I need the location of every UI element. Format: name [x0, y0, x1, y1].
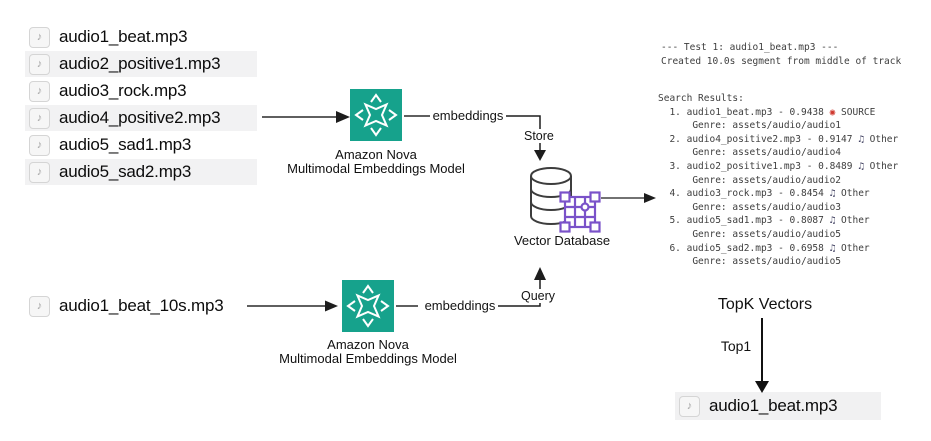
search-result-line: 2. audio4_positive2.mp3 - 0.9147 ♫ Other	[658, 133, 899, 145]
query-file-item: ♪ audio1_beat_10s.mp3	[25, 293, 224, 319]
music-note-icon: ♪	[36, 138, 43, 151]
search-result-genre: Genre: assets/audio/audio5	[658, 256, 842, 268]
music-note-icon: ♫	[858, 133, 864, 145]
music-note-icon: ♪	[686, 399, 693, 412]
list-item: ♪ audio1_beat.mp3	[25, 24, 257, 50]
terminal-output-header: --- Test 1: audio1_beat.mp3 --- Created …	[661, 41, 901, 68]
audio-file-icon: ♪	[29, 134, 50, 156]
model-label: Amazon Nova Multimodal Embeddings Model	[279, 337, 457, 366]
target-icon: ◉	[829, 106, 836, 118]
search-result-genre: Genre: assets/audio/audio5	[658, 228, 842, 240]
file-name: audio4_positive2.mp3	[59, 108, 221, 127]
search-result-line: 3. audio2_positive1.mp3 - 0.8489 ♫ Other	[658, 160, 899, 172]
vector-database-label: Vector Database	[513, 233, 611, 248]
audio-file-icon: ♪	[29, 107, 50, 129]
search-result-line: 5. audio5_sad1.mp3 - 0.8087 ♫ Other	[658, 215, 870, 227]
file-name: audio1_beat.mp3	[59, 27, 188, 46]
list-item: ♪ audio4_positive2.mp3	[25, 105, 257, 131]
file-name: audio2_positive1.mp3	[59, 54, 221, 73]
topk-vectors-label: TopK Vectors	[717, 296, 813, 313]
model-label: Amazon Nova Multimodal Embeddings Model	[287, 147, 465, 176]
audio-file-icon: ♪	[29, 26, 50, 48]
test-header: --- Test 1: audio1_beat.mp3 ---	[661, 42, 839, 53]
file-name: audio5_sad2.mp3	[59, 162, 192, 181]
search-result-genre: Genre: assets/audio/audio1	[658, 120, 842, 132]
file-name: audio3_rock.mp3	[59, 81, 187, 100]
top1-result-item: ♪ audio1_beat.mp3	[675, 392, 881, 420]
search-result-line: 6. audio5_sad2.mp3 - 0.6958 ♫ Other	[658, 242, 870, 254]
audio-file-icon: ♪	[29, 161, 50, 183]
vector-index-grid-icon	[559, 191, 601, 233]
music-note-icon: ♪	[36, 30, 43, 43]
query-file-name: audio1_beat_10s.mp3	[59, 296, 224, 315]
result-file-name: audio1_beat.mp3	[709, 396, 838, 415]
audio-file-icon: ♪	[679, 395, 700, 417]
audio-file-icon: ♪	[29, 80, 50, 102]
test-subline: Created 10.0s segment from middle of tra…	[661, 55, 902, 67]
embeddings-label: embeddings	[432, 108, 504, 123]
store-label: Store	[521, 129, 557, 143]
amazon-nova-icon	[342, 280, 394, 332]
top1-label: Top1	[720, 338, 752, 354]
search-result-genre: Genre: assets/audio/audio4	[658, 147, 842, 159]
terminal-search-results: Search Results: 1. audio1_beat.mp3 - 0.9…	[658, 92, 898, 269]
list-item: ♪ audio5_sad2.mp3	[25, 159, 257, 185]
music-note-icon: ♪	[36, 165, 43, 178]
music-note-icon: ♪	[36, 84, 43, 97]
results-title: Search Results:	[658, 93, 744, 104]
music-note-icon: ♪	[36, 111, 43, 124]
music-note-icon: ♪	[36, 57, 43, 70]
search-result-line: 1. audio1_beat.mp3 - 0.9438 ◉ SOURCE	[658, 106, 876, 118]
audio-file-icon: ♪	[29, 295, 50, 317]
file-name: audio5_sad1.mp3	[59, 135, 192, 154]
amazon-nova-icon	[350, 89, 402, 141]
music-note-icon: ♪	[36, 299, 43, 312]
search-result-genre: Genre: assets/audio/audio2	[658, 174, 842, 186]
list-item: ♪ audio3_rock.mp3	[25, 78, 257, 104]
query-label: Query	[518, 289, 559, 303]
search-result-genre: Genre: assets/audio/audio3	[658, 201, 842, 213]
audio-file-icon: ♪	[29, 53, 50, 75]
embeddings-label: embeddings	[424, 298, 496, 313]
music-note-icon: ♫	[829, 242, 836, 254]
search-result-line: 4. audio3_rock.mp3 - 0.8454 ♫ Other	[658, 188, 870, 200]
music-note-icon: ♫	[858, 160, 864, 172]
music-note-icon: ♫	[829, 188, 836, 200]
list-item: ♪ audio5_sad1.mp3	[25, 132, 257, 158]
list-item: ♪ audio2_positive1.mp3	[25, 51, 257, 77]
music-note-icon: ♫	[829, 215, 836, 227]
